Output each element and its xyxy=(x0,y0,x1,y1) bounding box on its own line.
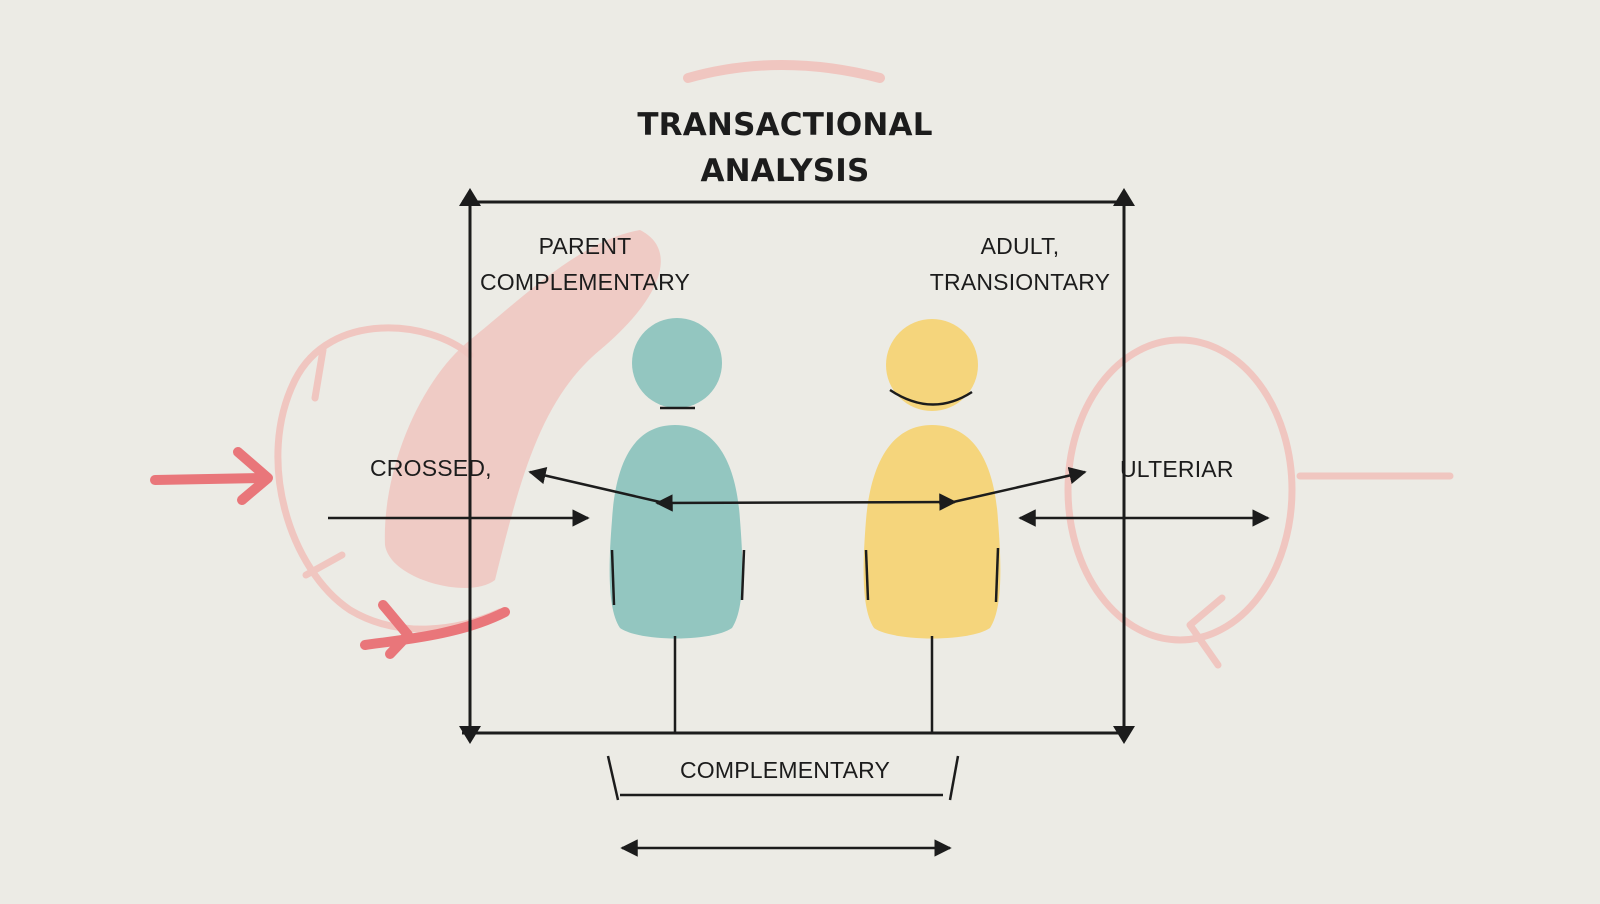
arrow-crossed-diagonal xyxy=(528,467,661,504)
left-loop-tick-mid xyxy=(302,551,346,579)
person-right-head xyxy=(886,319,978,411)
transaction-arrows xyxy=(328,466,1270,857)
crossed-label: CROSSED, xyxy=(370,455,492,481)
person-left-body xyxy=(609,425,743,639)
frame-arrowhead-bottom-right xyxy=(1113,726,1135,744)
page-title: TRANSACTIONAL ANALYSIS xyxy=(560,102,1010,194)
complementary-bracket xyxy=(606,755,960,801)
complementary-label: COMPLEMENTARY xyxy=(680,757,891,783)
pink-brush-stroke xyxy=(384,230,661,588)
top-arc-decoration xyxy=(683,60,885,83)
title-line-2: ANALYSIS xyxy=(700,153,870,189)
right-loop-decoration xyxy=(1064,336,1296,644)
role-left-line-2: COMPLEMENTARY xyxy=(479,269,691,295)
role-left-line-1: PARENT xyxy=(538,233,632,259)
person-right-smile xyxy=(889,388,973,406)
person-right-body xyxy=(863,425,1001,639)
ulterior-label: ULTERIAR xyxy=(1120,456,1234,482)
frame-arrowhead-top-right xyxy=(1113,188,1135,206)
right-loop-arrowhead xyxy=(1186,594,1226,669)
role-right-label: ADULT, TRANSIONTARY xyxy=(910,228,1130,300)
arrow-ulterior-diagonal xyxy=(939,466,1087,507)
role-right-line-1: ADULT, xyxy=(980,233,1060,259)
role-left-label: PARENT COMPLEMENTARY xyxy=(470,228,700,300)
frame-arrowhead-top-left xyxy=(459,188,481,206)
person-left-head xyxy=(632,318,722,408)
person-left xyxy=(609,318,746,733)
person-right-arm-left xyxy=(864,549,870,601)
arrow-between-persons xyxy=(655,493,957,512)
frame-arrowheads xyxy=(459,188,1135,744)
bracket-right xyxy=(948,755,960,801)
title-line-1: TRANSACTIONAL xyxy=(637,107,933,143)
red-arrow-bottom-head xyxy=(378,600,413,659)
bracket-left xyxy=(606,755,620,801)
left-loop-tick-top xyxy=(311,346,327,402)
frame xyxy=(462,196,1126,738)
red-arrow-left-head xyxy=(233,447,273,505)
person-left-arm-left xyxy=(610,549,616,606)
role-right-line-2: TRANSIONTARY xyxy=(929,269,1111,295)
person-left-arm-right xyxy=(740,549,746,601)
person-right xyxy=(863,319,1001,733)
frame-arrowhead-bottom-left xyxy=(459,726,481,744)
person-right-arm-right xyxy=(994,547,1000,603)
red-arrow-left xyxy=(150,473,265,485)
left-loop-decoration xyxy=(274,324,504,633)
red-arrow-bottom xyxy=(360,607,510,650)
